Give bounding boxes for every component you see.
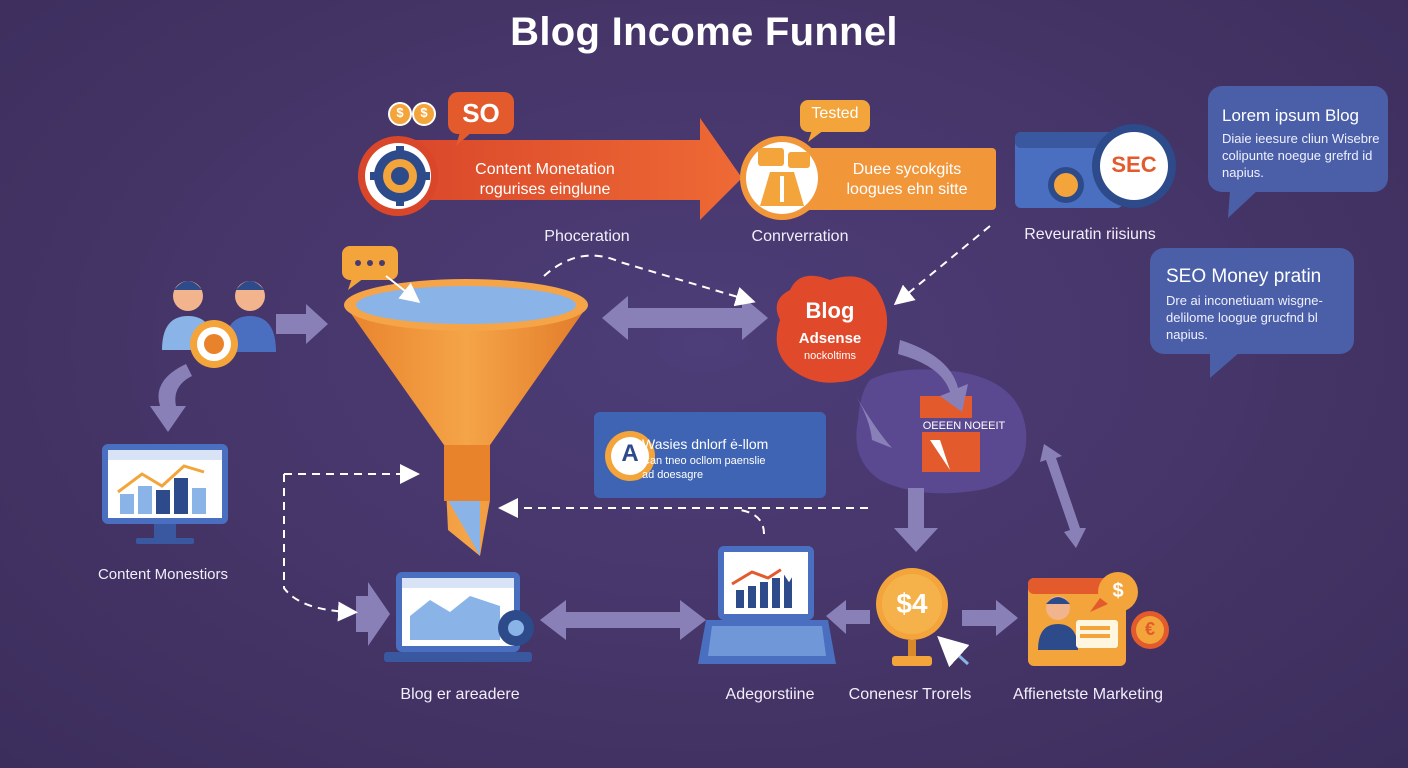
chat-bubble-icon [342,246,398,290]
conversion-banner-line2: loogues ehn sitte [846,181,968,198]
lorem-bubble-line2: colipunte noegue grefrd id [1222,148,1373,163]
dollar-speech-icon [1090,572,1138,612]
coin-right-label: $ [420,105,428,120]
seo-bubble-title: SEO Money pratin [1166,266,1322,287]
ad-card-line3: ad doesagre [642,469,704,481]
content-banner-line1: Content Monetation [475,161,615,178]
revenue-caption: Reveuratin riisiuns [1024,226,1156,243]
so-speech-bubble [448,92,514,146]
ad-info-card [594,412,826,498]
income-funnel [344,279,588,556]
sec-bubble [1092,124,1176,208]
content-caption: Phoceration [544,228,630,245]
lorem-bubble-line3: napius. [1222,165,1264,180]
sec-label: SEC [1111,152,1157,177]
seo-bubble-line3: napius. [1166,327,1208,342]
coin-icon [1048,167,1084,203]
blog-blob-subtitle: Adsense [798,330,862,347]
euro-coin-icon [1131,611,1169,649]
tested-tag [800,100,870,142]
lorem-bubble-title: Lorem ipsum Blog [1222,106,1360,125]
storefront-icon [856,369,1027,494]
analytics-monitor-icon [102,444,228,544]
dashed-connectors [283,225,991,622]
blog-blob-title: Blog [805,298,855,323]
users-group-icon [162,281,276,368]
lorem-bubble-line1: Diaie ieesure cliun Wisebre [1222,131,1380,146]
blog-laptop-icon [384,572,534,662]
so-bubble-label: SO [462,98,500,128]
dollar-coin-icon [876,568,948,666]
ad-card-line2: Can tneo ocllom paenslie [642,455,766,467]
blog-caption: Blog er areadere [400,686,520,703]
coin-pair-icon [388,102,436,126]
blog-blob-line3: nockoltims [804,350,856,362]
seo-bubble-line2: delilome loogue grucfnd bl [1166,310,1318,325]
advertising-laptop-icon [698,546,836,664]
ad-icon-letter: A [621,440,639,467]
content-banner-line2: rogurises einglune [479,181,611,198]
tested-tag-label: Tested [811,105,859,122]
lorem-speech-bubble [1208,86,1388,218]
content-monetization-caption: Content Monestiors [97,566,229,583]
affiliate-euro-label: € [1144,619,1155,639]
gear-icon [370,146,430,206]
ad-card-line1: Wasies dnlorf ė-llom [642,436,769,452]
affiliate-dollar-label: $ [1112,580,1124,602]
affiliate-caption: Affienetste Marketing [1012,686,1163,703]
flow-arrows [150,296,1086,646]
conversion-caption: Conrverration [751,228,849,245]
conversion-banner-line1: Duee sycokgits [852,161,962,178]
coin-value-label: $4 [896,588,928,619]
seo-speech-bubble [1150,248,1354,378]
coin-left-label: $ [396,105,404,120]
conversion-trends-caption: Conenesr Trorels [848,686,972,703]
advertising-caption: Adegorstiine [725,686,815,703]
blog-adsense-blob [776,275,888,383]
seo-bubble-line1: Dre ai inconetiuam wisgne- [1166,293,1323,308]
open-sign-label: OEEEN NOEEIT [922,420,1006,432]
road-chat-icon [758,148,810,206]
diagram-title: Blog Income Funnel [510,10,898,54]
